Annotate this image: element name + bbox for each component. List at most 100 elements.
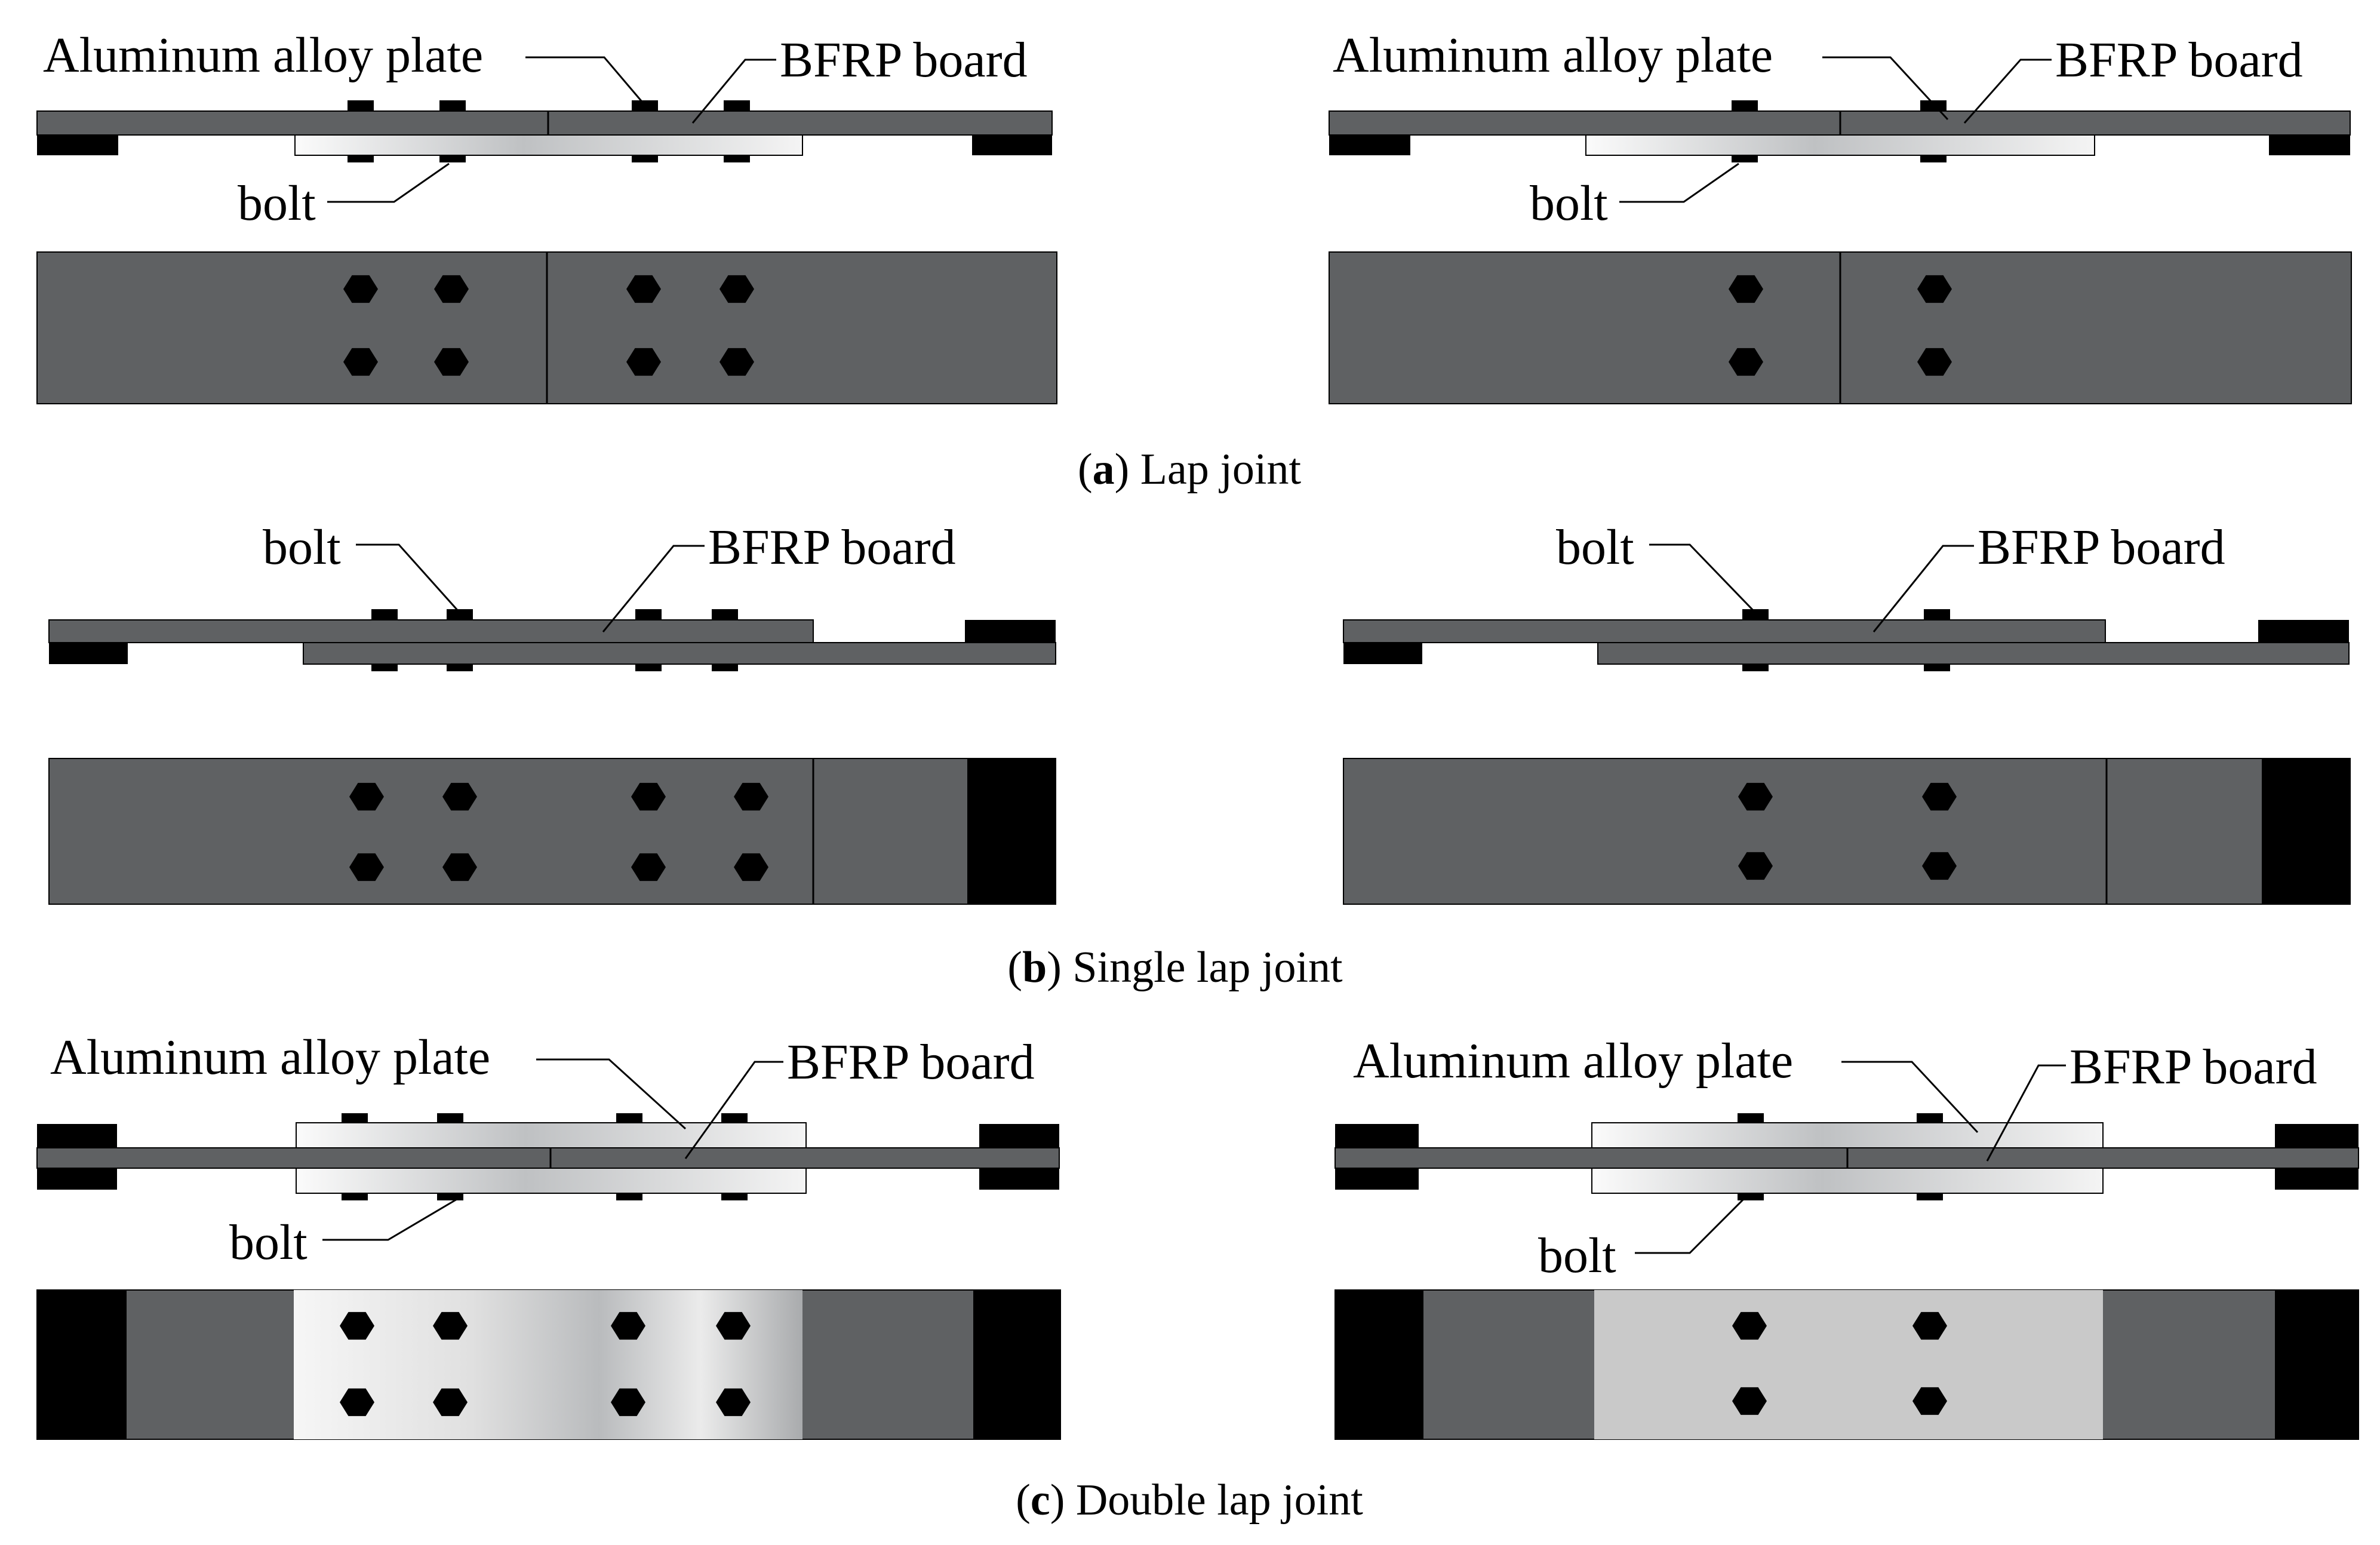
bfrp-board-plan: [1594, 1290, 2103, 1439]
bolt-hex-icon: [1732, 1311, 1767, 1340]
grip-block: [37, 135, 118, 155]
grip-block: [973, 1290, 1060, 1439]
bolt-hex-icon: [349, 853, 384, 881]
bolt-head: [439, 100, 466, 111]
bolt-hex-icon: [1738, 782, 1773, 811]
bolt-hex-icon: [1912, 1311, 1947, 1340]
bolt-head: [632, 100, 658, 111]
bolt-head: [1917, 1113, 1943, 1123]
leader-line: [1841, 1061, 1979, 1134]
panel-c-right-plan: [1334, 1289, 2359, 1440]
bolt-head: [724, 100, 750, 111]
bolt-hex-icon: [442, 853, 477, 881]
bolt-head: [1920, 100, 1947, 111]
bolt-head: [712, 609, 738, 620]
bolt-hex-icon: [719, 275, 754, 303]
grip-block: [2258, 620, 2349, 643]
bolt-nut: [439, 155, 466, 162]
bolt-hex-icon: [433, 1388, 468, 1417]
leader-line: [536, 1058, 687, 1130]
bolt-nut: [724, 155, 750, 162]
bolt-hex-icon: [340, 1311, 374, 1340]
bolt-hex-icon: [1738, 852, 1773, 880]
label-bfrp-board: BFRP board: [2055, 32, 2303, 88]
bolt-hex-icon: [611, 1311, 645, 1340]
aluminum-plate-plan: [1343, 758, 2351, 905]
bolt-head: [1738, 1113, 1764, 1123]
bolt-hex-icon: [631, 782, 666, 811]
leader-line: [1963, 59, 2052, 124]
label-bolt: bolt: [1538, 1228, 1616, 1283]
bolt-head: [1742, 609, 1769, 620]
bolt-nut: [1917, 1193, 1943, 1200]
lower-plate: [1597, 642, 2350, 665]
bolt-hex-icon: [734, 853, 768, 881]
bolt-hex-icon: [434, 348, 469, 376]
bolt-group: [343, 275, 754, 376]
bolt-nut: [1924, 664, 1950, 671]
leader-line: [1822, 56, 1949, 121]
bolt-nut: [348, 155, 374, 162]
bolt-nut: [1732, 155, 1758, 162]
bolt-nut: [447, 664, 473, 671]
grip-block: [37, 1290, 127, 1439]
leader-line: [691, 59, 776, 124]
label-bfrp-board: BFRP board: [787, 1034, 1035, 1090]
bolt-hex-icon: [433, 1311, 468, 1340]
bolt-hex-icon: [719, 348, 754, 376]
panel-c-left-plan: [36, 1289, 1061, 1440]
leader-line: [1986, 1064, 2066, 1162]
bolt-hex-icon: [734, 782, 768, 811]
bolt-hex-icon: [631, 853, 666, 881]
bolt-head: [616, 1113, 642, 1123]
label-aluminum-alloy-plate: Aluminum alloy plate: [1353, 1033, 1793, 1089]
leader-line: [1619, 162, 1739, 203]
bolt-head: [371, 609, 398, 620]
bolt-hex-icon: [340, 1388, 374, 1417]
grip-block: [1343, 643, 1422, 664]
label-aluminum-alloy-plate: Aluminum alloy plate: [50, 1030, 490, 1085]
grip-block: [49, 643, 128, 664]
bolt-head: [1924, 609, 1950, 620]
label-bfrp-board: BFRP board: [2070, 1039, 2317, 1095]
leader-line: [1649, 543, 1758, 615]
label-bolt: bolt: [229, 1215, 308, 1270]
bolt-hex-icon: [1922, 852, 1957, 880]
bolt-nut: [721, 1193, 748, 1200]
leader-line: [1872, 545, 1974, 632]
label-bfrp-board: BFRP board: [780, 32, 1028, 88]
grip-block: [1329, 135, 1410, 155]
bolt-hex-icon: [611, 1388, 645, 1417]
label-aluminum-alloy-plate: Aluminum alloy plate: [43, 27, 483, 83]
bolt-nut: [371, 664, 398, 671]
label-bolt: bolt: [1556, 520, 1634, 575]
bolt-hex-icon: [1917, 348, 1952, 376]
bolt-nut: [1738, 1193, 1764, 1200]
label-bfrp-board: BFRP board: [708, 520, 956, 575]
bolt-head: [635, 609, 662, 620]
leader-line: [1635, 1196, 1747, 1254]
bolt-hex-icon: [434, 275, 469, 303]
bolt-nut: [1742, 664, 1769, 671]
grip-block: [967, 758, 1056, 904]
bolt-hex-icon: [716, 1388, 751, 1417]
bolt-head: [1732, 100, 1758, 111]
bfrp-board-plan: [294, 1290, 802, 1439]
lower-plate: [303, 642, 1056, 665]
grip-block: [965, 620, 1056, 643]
grip-block: [2262, 758, 2350, 904]
panel-a-left-plan: [36, 251, 1057, 404]
bolt-hex-icon: [1922, 782, 1957, 811]
bolt-hex-icon: [1729, 275, 1763, 303]
bolt-hex-icon: [442, 782, 477, 811]
leader-line: [602, 545, 705, 632]
bolt-hex-icon: [626, 348, 661, 376]
bolt-group: [340, 1311, 751, 1417]
aluminum-plate-plan: [48, 758, 1056, 905]
leader-line: [322, 1196, 462, 1241]
leader-line: [525, 56, 646, 106]
bolt-hex-icon: [1729, 348, 1763, 376]
bolt-hex-icon: [1912, 1387, 1947, 1415]
bfrp-board-top: [296, 1122, 807, 1148]
